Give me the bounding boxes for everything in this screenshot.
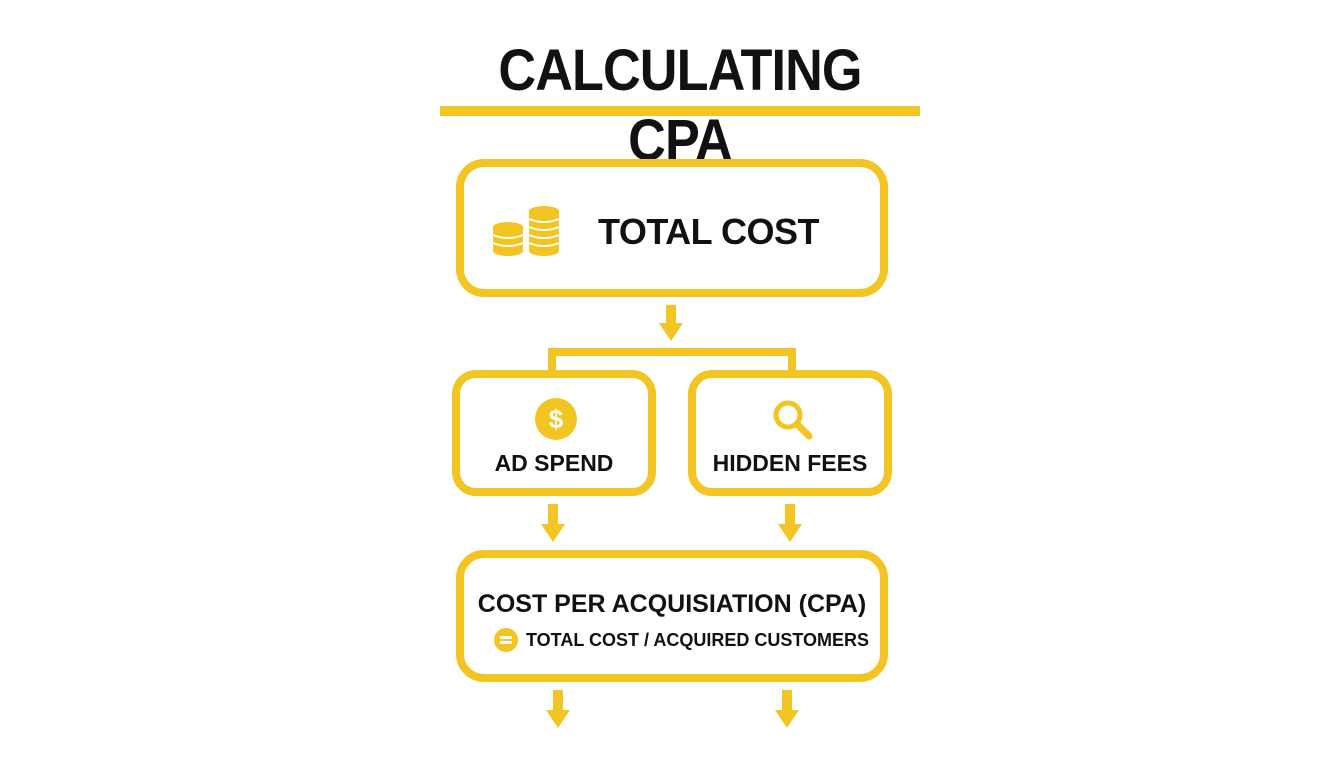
split-bracket	[548, 348, 796, 372]
coins-icon	[492, 206, 560, 256]
arrow-cpa-left-out	[546, 690, 570, 728]
title-underline	[440, 106, 920, 116]
diagram-title: CALCULATING CPA	[498, 38, 862, 173]
cpa-label: COST PER ACQUISIATION (CPA)	[477, 590, 867, 618]
hidden-fees-label: HIDDEN FEES	[712, 450, 868, 476]
total-cost-node: TOTAL COST	[456, 159, 888, 297]
cpa-node: COST PER ACQUISIATION (CPA) TOTAL COST /…	[456, 550, 888, 682]
ad-spend-label: AD SPEND	[494, 450, 614, 476]
svg-text:$: $	[549, 404, 564, 434]
arrow-cpa-right-out	[775, 690, 799, 728]
arrow-ad-to-cpa	[541, 504, 565, 542]
dollar-icon: $	[535, 398, 577, 440]
cpa-formula: TOTAL COST / ACQUIRED CUSTOMERS	[494, 628, 869, 652]
cpa-formula-text: TOTAL COST / ACQUIRED CUSTOMERS	[526, 629, 870, 650]
search-icon	[773, 400, 813, 440]
total-cost-label: TOTAL COST	[598, 211, 820, 252]
hidden-fees-node: HIDDEN FEES	[688, 370, 892, 496]
equals-icon	[494, 628, 518, 652]
arrow-hidden-to-cpa	[778, 504, 802, 542]
ad-spend-node: $ AD SPEND	[452, 370, 656, 496]
arrow-total-to-split	[659, 305, 683, 341]
